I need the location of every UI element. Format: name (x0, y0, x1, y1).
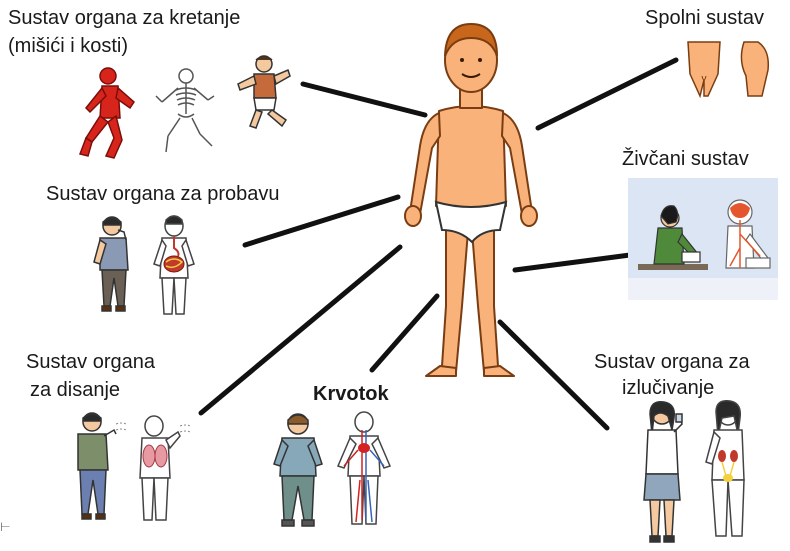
corner-mark: ⊢ (0, 520, 10, 534)
label-reproductive: Spolni sustav (645, 6, 764, 30)
label-locomotor-line1: Sustav organa za kretanje (8, 6, 240, 30)
reproductive-side-icon (736, 40, 772, 98)
central-human-figure (396, 16, 546, 380)
label-nervous: Živčani sustav (622, 147, 749, 171)
reproductive-front-icon (684, 40, 724, 98)
label-respiratory-line1: Sustav organa (26, 350, 155, 374)
label-circulatory: Krvotok (313, 382, 389, 406)
label-locomotor-line2: (mišići i kosti) (8, 34, 128, 58)
digestive-organs-icon (150, 214, 200, 320)
label-excretory-line1: Sustav organa za (594, 350, 750, 374)
label-digestive: Sustav organa za probavu (46, 182, 280, 206)
label-respiratory-line2: za disanje (30, 378, 120, 402)
blood-vessels-figure-icon (334, 410, 394, 534)
lungs-figure-icon (130, 414, 194, 526)
connector-reproductive (538, 60, 676, 128)
eating-man-icon (92, 214, 138, 314)
drinking-girl-icon (636, 400, 696, 546)
skeleton-figure-icon (152, 66, 218, 156)
breathing-man-icon (70, 410, 130, 524)
circulatory-boy-icon (270, 412, 330, 532)
nervous-system-scene-icon (628, 178, 778, 300)
label-excretory-line2: izlučivanje (622, 376, 714, 400)
running-boy-icon (232, 54, 298, 134)
muscle-figure-icon (78, 66, 140, 162)
urinary-figure-icon (700, 400, 756, 546)
